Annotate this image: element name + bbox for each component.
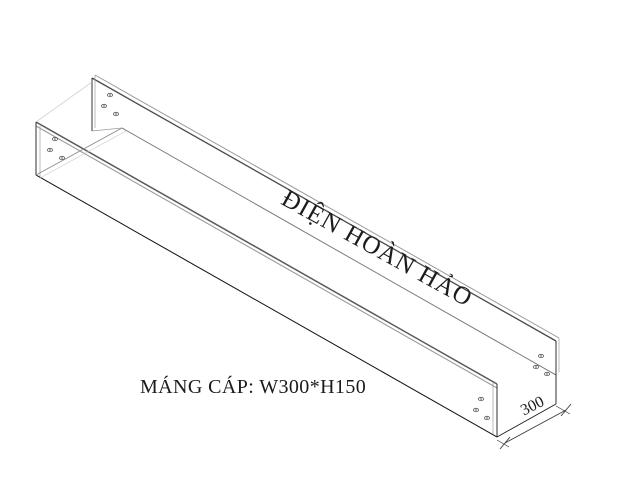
far-side-wall: [91, 74, 560, 376]
left-end-opening: [35, 81, 127, 179]
page-title: MÁNG CÁP: W300*H150: [140, 376, 367, 398]
width-dimension-300: [496, 403, 572, 450]
mounting-holes-far-right: [532, 353, 551, 377]
mounting-holes-far-left: [100, 92, 120, 117]
mounting-holes-near-right: [472, 396, 491, 421]
